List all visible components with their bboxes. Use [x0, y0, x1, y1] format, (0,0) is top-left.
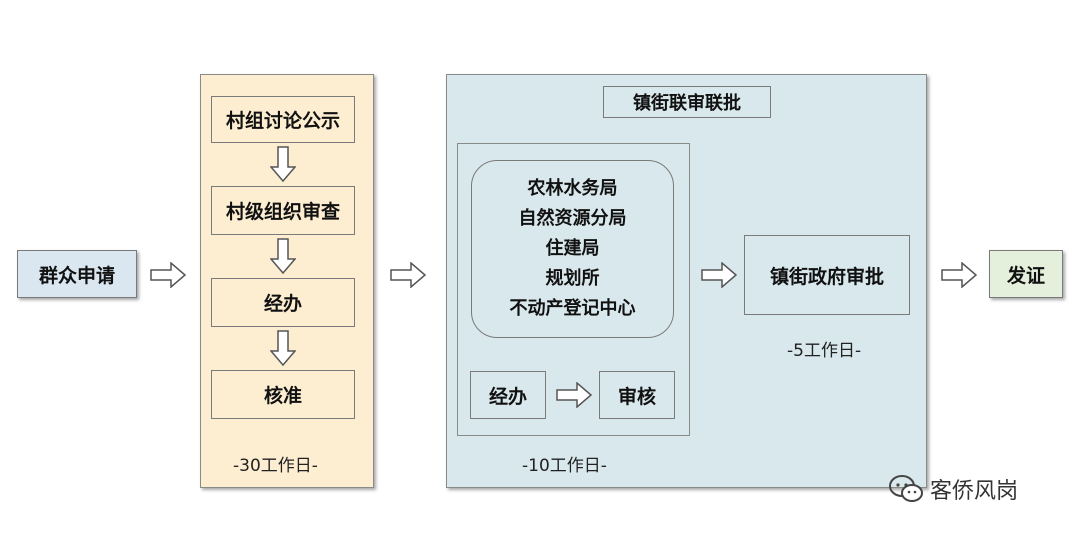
- issue-box: 发证: [989, 250, 1063, 298]
- arrow-right-icon: [556, 382, 592, 408]
- department-item: 规划所: [545, 268, 600, 289]
- watermark: 客侨风岗: [888, 473, 1018, 505]
- arrow-right-icon: [701, 262, 737, 288]
- arrow-right-icon: [150, 262, 186, 288]
- town-approve-box: 镇街政府审批: [744, 235, 910, 315]
- village-discuss-box: 村组讨论公示: [211, 96, 355, 143]
- apply-box: 群众申请: [17, 250, 137, 298]
- handle-box-2: 经办: [470, 371, 546, 419]
- arrow-down-icon: [270, 238, 296, 274]
- approve-box: 核准: [211, 370, 355, 419]
- department-item: 不动产登记中心: [509, 298, 636, 319]
- watermark-text: 客侨风岗: [930, 479, 1019, 504]
- wechat-icon: [889, 475, 923, 502]
- department-item: 自然资源分局: [518, 208, 627, 229]
- departments-list: 农林水务局 自然资源分局 住建局 规划所 不动产登记中心: [471, 160, 674, 338]
- department-item: 农林水务局: [527, 178, 618, 199]
- arrow-down-icon: [270, 330, 296, 366]
- arrow-right-icon: [390, 262, 426, 288]
- arrow-right-icon: [941, 262, 977, 288]
- department-item: 住建局: [545, 238, 600, 259]
- village-review-box: 村级组织审查: [211, 186, 355, 235]
- audit-box: 审核: [599, 371, 675, 419]
- arrow-down-icon: [270, 146, 296, 182]
- joint-duration: -10工作日-: [522, 456, 607, 476]
- village-duration: -30工作日-: [233, 456, 318, 476]
- handle-box-1: 经办: [211, 278, 355, 327]
- joint-review-title: 镇街联审联批: [603, 86, 771, 118]
- town-duration: -5工作日-: [787, 341, 862, 361]
